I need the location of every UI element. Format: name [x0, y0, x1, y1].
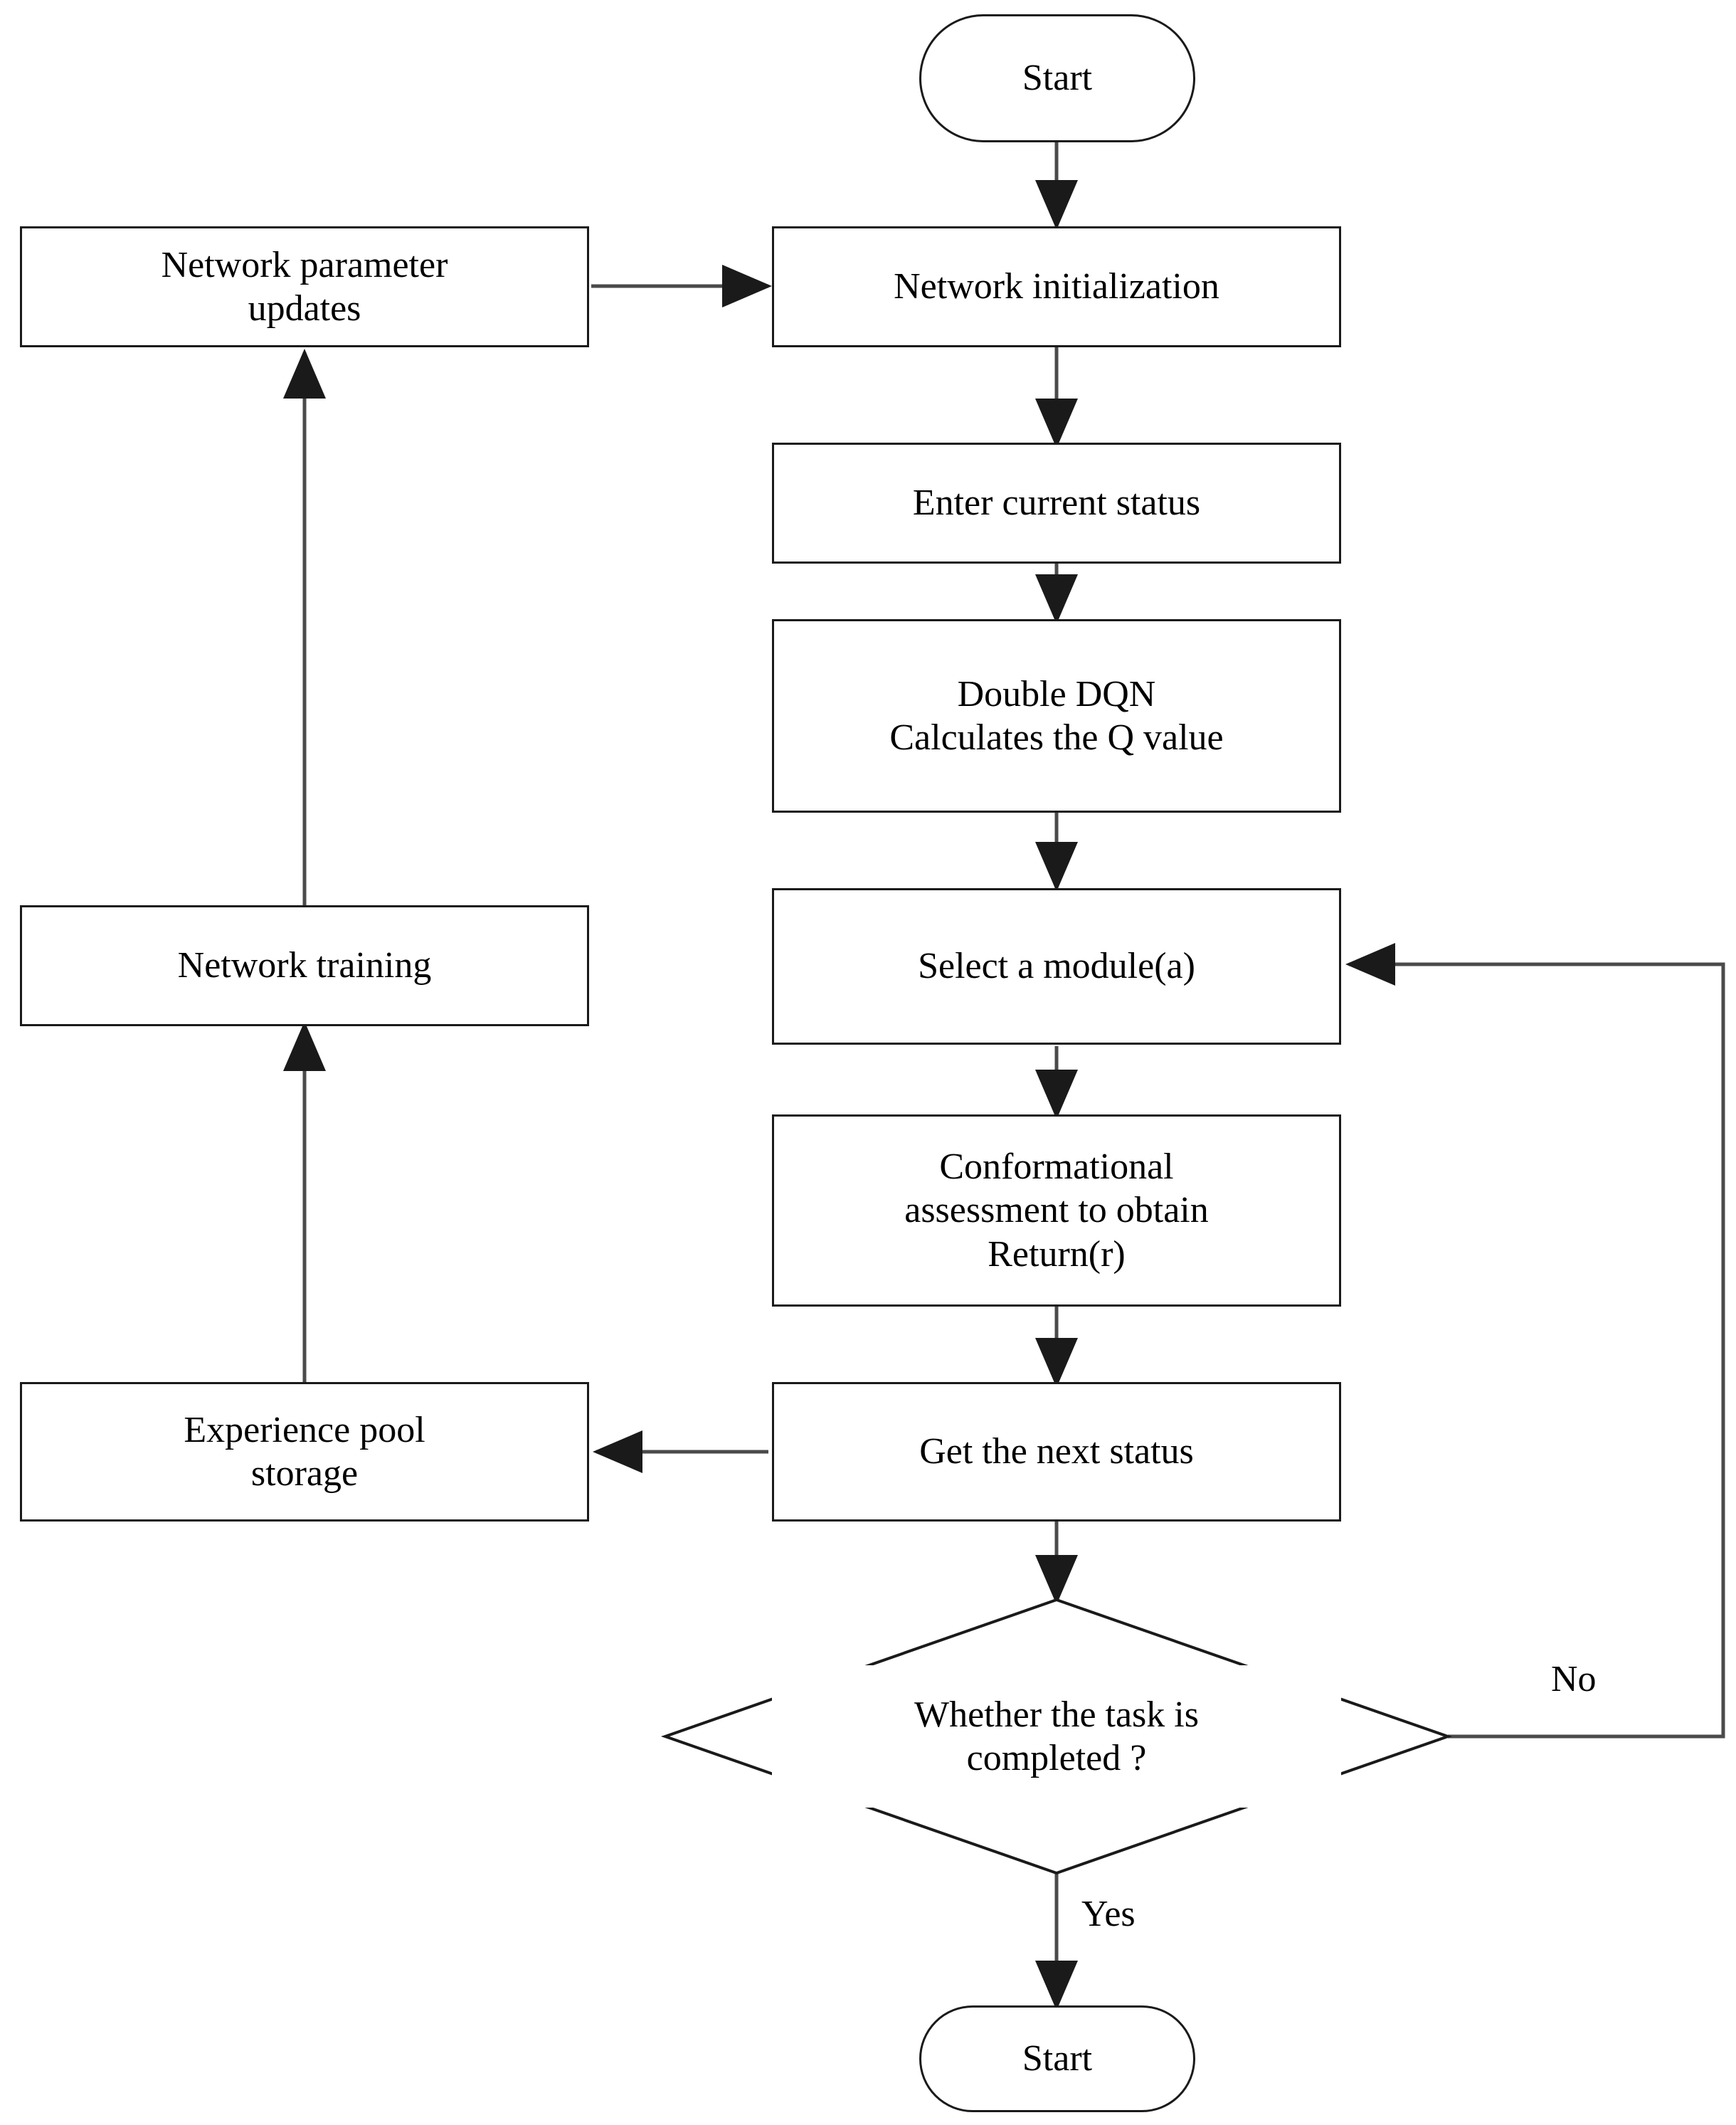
node-network-initialization[interactable]: Network initialization — [772, 226, 1341, 347]
node-init-label: Network initialization — [894, 266, 1219, 307]
node-enter-current-status[interactable]: Enter current status — [772, 443, 1341, 564]
node-start-bottom-label: Start — [1022, 2038, 1093, 2079]
node-next-status-label: Get the next status — [919, 1431, 1194, 1472]
node-start-top-label: Start — [1022, 58, 1093, 99]
node-decision-line1: Whether the task is — [914, 1694, 1199, 1735]
node-select-module-label: Select a module(a) — [918, 946, 1195, 987]
node-experience-pool-storage[interactable]: Experience pool storage — [20, 1382, 589, 1522]
node-conf-line2: assessment to obtain — [904, 1190, 1209, 1231]
node-training-label: Network training — [177, 945, 432, 986]
node-conformational-assessment[interactable]: Conformational assessment to obtain Retu… — [772, 1114, 1341, 1307]
node-decision-task-completed[interactable]: Whether the task is completed ? — [772, 1665, 1341, 1808]
node-select-a-module[interactable]: Select a module(a) — [772, 888, 1341, 1045]
node-network-parameter-updates[interactable]: Network parameter updates — [20, 226, 589, 347]
edge-decision-no — [1345, 943, 1725, 1739]
edge-label-yes: Yes — [1081, 1894, 1136, 1934]
node-double-dqn[interactable]: Double DQN Calculates the Q value — [772, 619, 1341, 813]
node-dqn-line1: Double DQN — [957, 673, 1156, 715]
node-pool-line1: Experience pool — [184, 1409, 425, 1450]
node-get-next-status[interactable]: Get the next status — [772, 1382, 1341, 1522]
node-dqn-line2: Calculates the Q value — [889, 717, 1224, 758]
node-conf-line3: Return(r) — [988, 1233, 1126, 1275]
edge-label-no: No — [1551, 1659, 1597, 1699]
node-conf-line1: Conformational — [939, 1146, 1174, 1187]
node-enter-status-label: Enter current status — [912, 483, 1201, 524]
node-network-training[interactable]: Network training — [20, 905, 589, 1026]
node-pool-line2: storage — [250, 1453, 359, 1494]
node-decision-line2: completed ? — [966, 1738, 1147, 1778]
node-params-line2: updates — [248, 288, 361, 329]
node-params-line1: Network parameter — [161, 244, 448, 285]
node-start-bottom[interactable]: Start — [919, 2005, 1195, 2112]
node-start-top[interactable]: Start — [919, 14, 1195, 142]
